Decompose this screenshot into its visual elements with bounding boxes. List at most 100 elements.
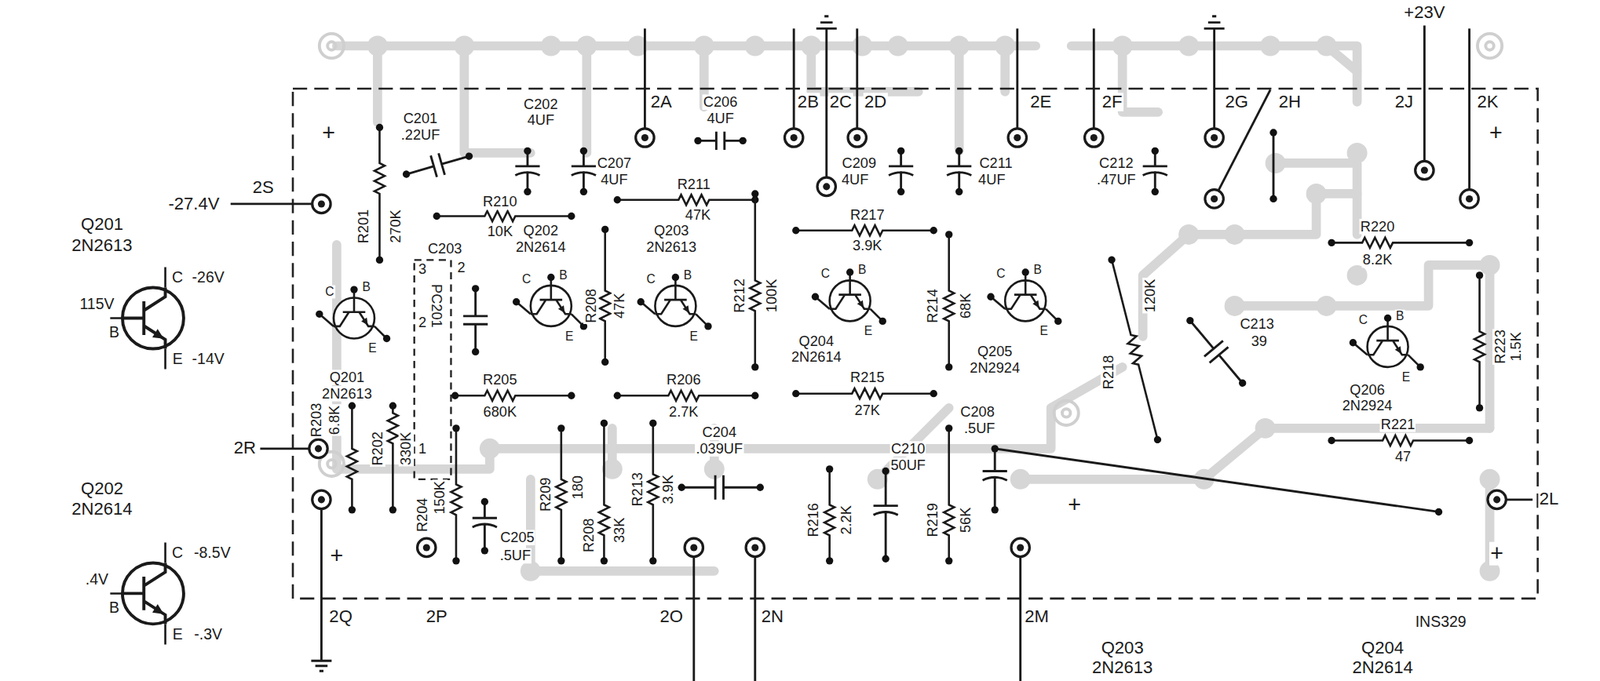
schematic-label: 2B (796, 92, 821, 111)
schematic-label: .5UF (498, 548, 532, 564)
board-outline (292, 88, 1538, 600)
schematic-label: 3.9K (851, 238, 884, 254)
schematic-label: 3.9K (661, 474, 676, 506)
schematic-label: R216 (805, 502, 821, 539)
schematic-label: R219 (924, 502, 940, 539)
schematic-label: B (857, 263, 868, 277)
schematic-label: R201 (355, 208, 371, 245)
schematic-label: 2N2613 (645, 239, 698, 255)
schematic-label: 115V (78, 295, 116, 312)
pcb-traces (336, 45, 1491, 571)
schematic-label: B (1395, 310, 1406, 323)
schematic-label: R208 (580, 517, 596, 554)
schematic-label: 2.2K (838, 504, 854, 537)
schematic-label: 2J (1393, 92, 1414, 111)
capacitor-symbols (403, 131, 1253, 560)
schematic-label: B (108, 324, 121, 340)
schematic-label: .039UF (694, 441, 744, 457)
schematic-label: 4UF (840, 171, 870, 187)
schematic-label: .4V (84, 571, 110, 588)
schematic-label: 2E (1029, 92, 1053, 111)
schematic-label: 2N2614 (70, 500, 134, 519)
schematic-label: Q204 (1360, 639, 1406, 658)
schematic-label: 2K (1475, 92, 1500, 111)
schematic-label: R214 (924, 288, 940, 325)
wires (230, 16, 1533, 681)
schematic-label: 2N2613 (70, 237, 134, 256)
schematic-label: C (820, 267, 832, 281)
schematic-label: + (1066, 493, 1082, 517)
schematic-label: 2F (1100, 92, 1123, 111)
schematic-label: + (1489, 542, 1505, 567)
schematic-label: 2 (456, 259, 467, 275)
schematic-label: 680K (482, 405, 518, 421)
schematic-label: C (1357, 314, 1369, 327)
schematic-label: -26V (190, 269, 226, 285)
schematic-label: -14V (190, 350, 226, 367)
schematic-label: 47 (1394, 449, 1413, 465)
schematic-label: R209 (538, 476, 554, 513)
schematic-label: -.3V (193, 626, 223, 643)
schematic-label: 6.8K (327, 404, 343, 436)
schematic-label: C207 (595, 155, 632, 171)
schematic-label: 39 (1249, 334, 1268, 350)
schematic-label: 2M (1023, 608, 1050, 627)
schematic-label: C (171, 544, 185, 561)
schematic-label: 2L (1537, 490, 1560, 509)
schematic-label: Q204 (797, 334, 835, 350)
schematic-label: C211 (978, 155, 1014, 171)
schematic-label: E (688, 330, 699, 344)
schematic-label: 2Q (328, 608, 354, 627)
schematic-label: R217 (849, 208, 886, 223)
schematic-label: 2S (252, 178, 276, 198)
schematic-label: 68K (957, 292, 973, 320)
schematic-label: 10K (485, 223, 514, 239)
schematic-label: 2H (1277, 92, 1302, 111)
schematic-label: 4UF (977, 171, 1007, 187)
schematic-label: .5UF (963, 420, 997, 436)
schematic-label: 50UF (889, 457, 927, 473)
schematic-label: R213 (630, 471, 646, 508)
schematic-label: C209 (840, 155, 877, 171)
schematic-label: 330K (398, 431, 414, 467)
schematic-label: 2A (649, 92, 673, 111)
transistor-symbols (122, 280, 1409, 625)
schematic-label: C (324, 285, 336, 299)
schematic-label: C201 (401, 110, 439, 126)
schematic-label: R220 (1359, 219, 1396, 234)
schematic-label: C208 (959, 405, 996, 421)
schematic-label: 2.7K (668, 405, 700, 421)
schematic-label: 2N2924 (968, 361, 1021, 377)
schematic-label: R204 (415, 496, 431, 534)
schematic-label: B (361, 281, 372, 294)
schematic-label: 33K (611, 516, 627, 545)
schematic-label: 2N2614 (1351, 659, 1414, 678)
schematic-label: 2O (658, 608, 684, 627)
schematic-label: PC201 (429, 283, 445, 329)
schematic-label: 120K (1142, 277, 1158, 314)
schematic-label: 2C (829, 92, 854, 111)
schematic-label: 150K (432, 480, 448, 516)
schematic-label: E (367, 342, 378, 355)
schematic-label: R221 (1380, 416, 1417, 432)
schematic-label: C213 (1238, 317, 1275, 333)
schematic-label: B (108, 599, 121, 616)
schematic-label: Q205 (976, 344, 1014, 360)
schematic-label: 2N2613 (1091, 659, 1155, 678)
resistor-symbols (347, 127, 1485, 561)
schematic-label: 2G (1223, 92, 1250, 111)
schematic-label: E (1400, 371, 1411, 384)
schematic-label: C203 (427, 241, 464, 257)
transistor-leads (319, 272, 1421, 368)
schematic-label: R208 (583, 288, 599, 325)
schematic-label: Q202 (522, 222, 559, 238)
mounting-holes (319, 33, 1502, 477)
schematic-label: + (1488, 120, 1504, 145)
schematic-label: Q201 (80, 215, 125, 234)
schematic-label: C (521, 273, 533, 286)
schematic-label: 4UF (526, 113, 556, 128)
schematic-label: E (863, 325, 874, 338)
schematic-label: 2D (863, 92, 888, 111)
schematic-label: R218 (1100, 354, 1116, 391)
schematic-label: 3 (417, 262, 428, 278)
